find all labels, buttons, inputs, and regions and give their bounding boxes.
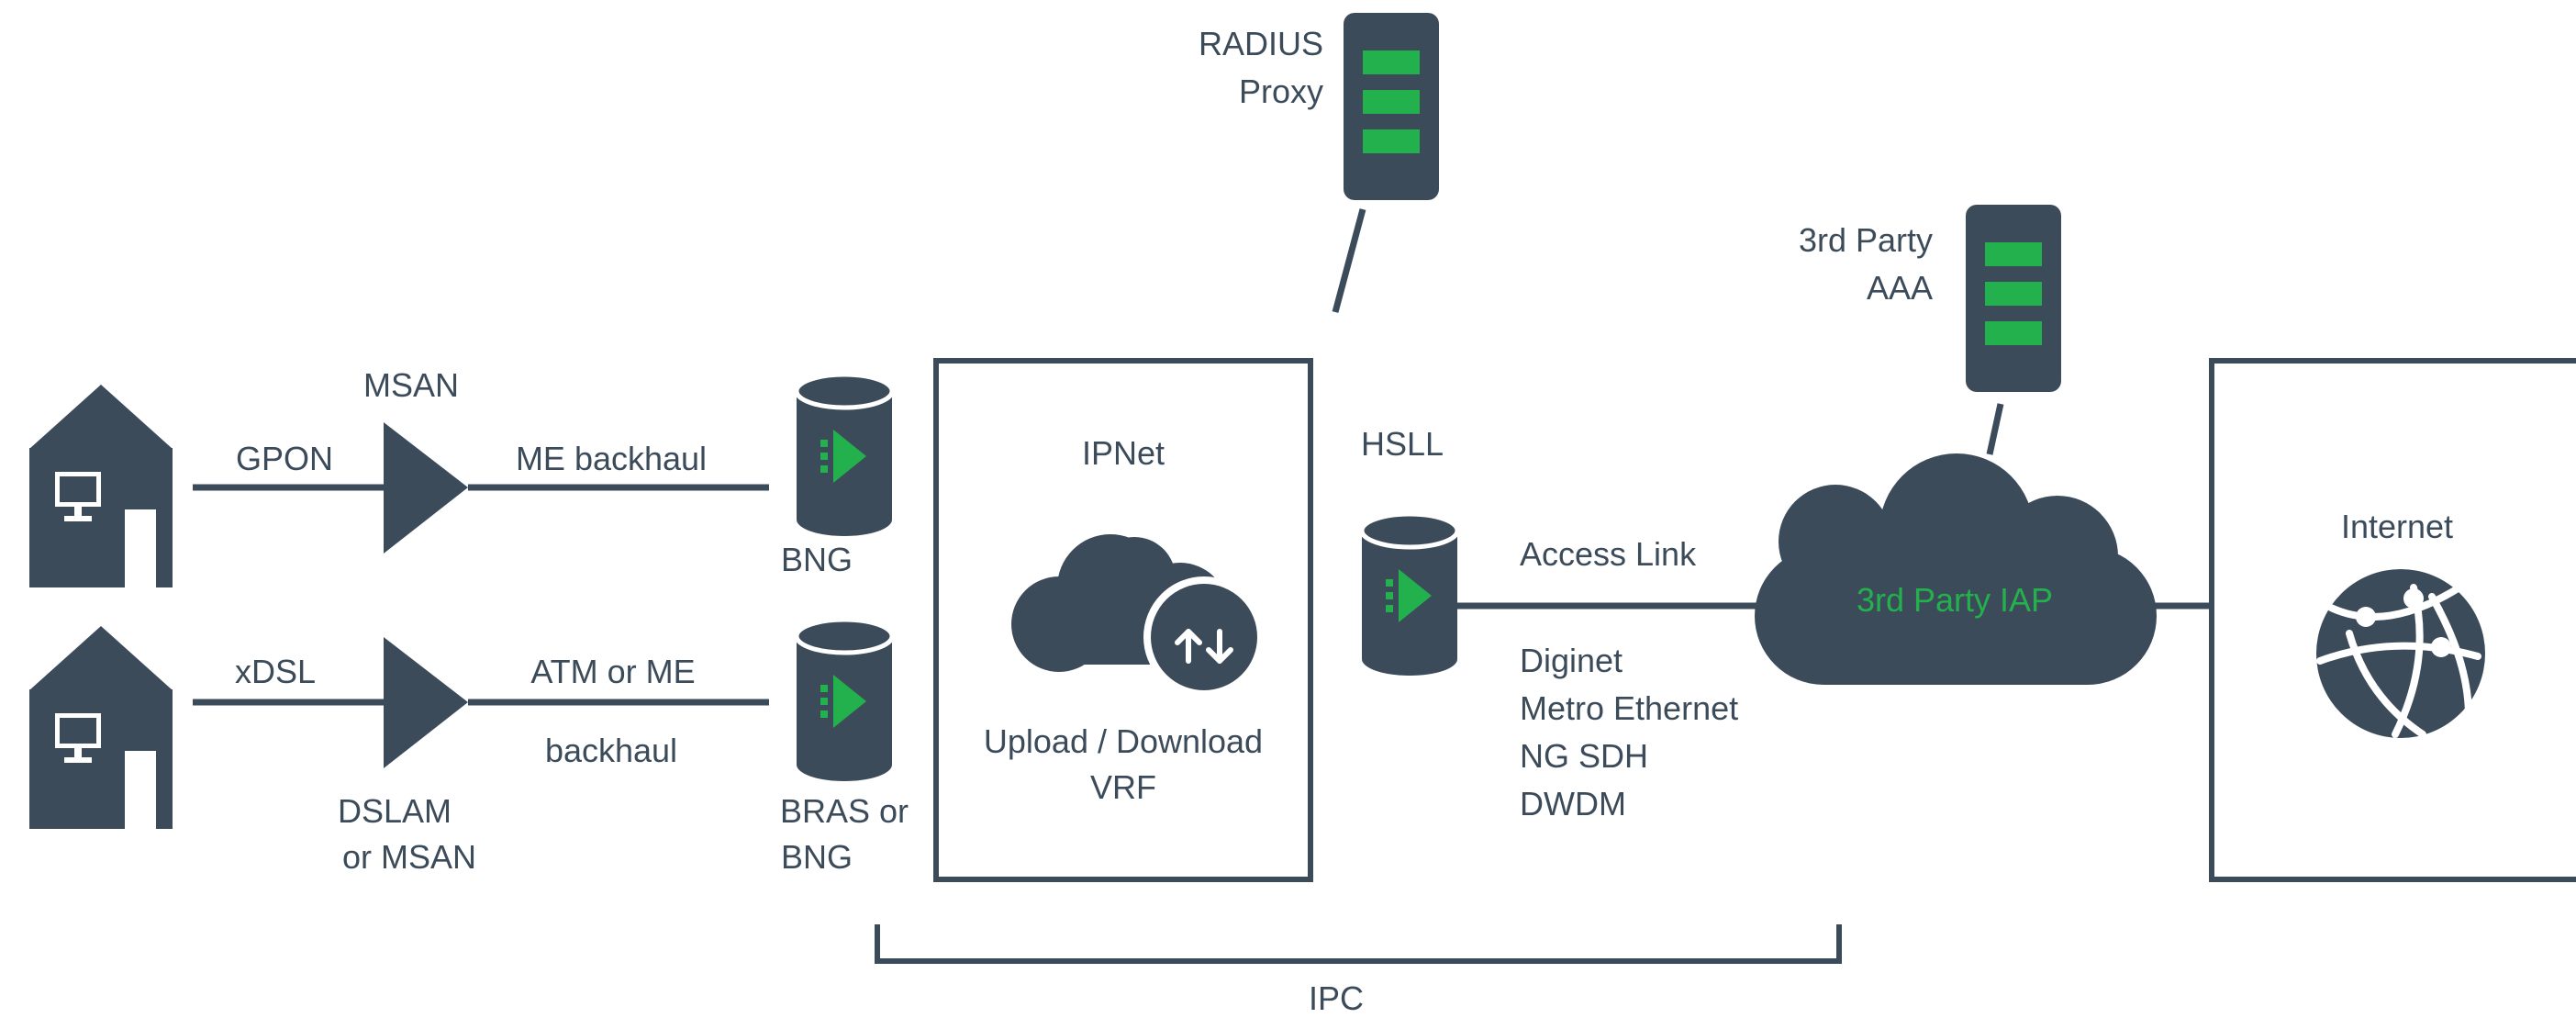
- house-icon-gpon: [29, 385, 173, 588]
- backhaul-label: backhaul: [545, 732, 677, 769]
- msan-node-icon: [384, 422, 468, 554]
- ipc-bracket: [875, 924, 1842, 964]
- xdsl-label: xDSL: [235, 653, 316, 690]
- bras-label-line2: BNG: [781, 838, 853, 876]
- link-type-dwdm: DWDM: [1520, 785, 1626, 822]
- link-type-ng-sdh: NG SDH: [1520, 737, 1648, 775]
- internet-box: [2209, 358, 2576, 882]
- dslam-label-line1: DSLAM: [338, 792, 452, 830]
- ipnet-cloud-icon: [1011, 534, 1265, 698]
- vrf-label-line1: Upload / Download: [984, 722, 1263, 760]
- access-link-label: Access Link: [1520, 535, 1697, 573]
- ipc-label: IPC: [1309, 979, 1364, 1017]
- me-backhaul-label: ME backhaul: [516, 440, 707, 477]
- aaa-label-line1: 3rd Party: [1799, 221, 1933, 259]
- link-type-diginet: Diginet: [1520, 642, 1623, 679]
- link-type-metro-ethernet: Metro Ethernet: [1520, 689, 1738, 727]
- ipnet-box: [933, 358, 1313, 882]
- hsll-router-icon: [1362, 514, 1457, 676]
- dslam-label-line2: or MSAN: [342, 838, 476, 876]
- bras-router-icon: [797, 620, 892, 781]
- gpon-label: GPON: [236, 440, 333, 477]
- aaa-link: [1986, 403, 2004, 455]
- radius-link: [1332, 208, 1366, 313]
- atm-or-me-label: ATM or ME: [530, 653, 695, 690]
- vrf-label-line2: VRF: [1090, 768, 1156, 806]
- upload-download-arrows-icon: [1175, 629, 1233, 664]
- bras-label-line1: BRAS or: [780, 792, 909, 830]
- msan-label: MSAN: [363, 366, 459, 404]
- hsll-label: HSLL: [1361, 425, 1444, 463]
- radius-proxy-server-icon: [1344, 13, 1439, 200]
- bng-router-icon: [797, 375, 892, 536]
- iap-cloud-icon: [1755, 453, 2157, 685]
- aaa-server-icon: [1966, 205, 2061, 392]
- iap-label: 3rd Party IAP: [1857, 581, 2053, 619]
- ipnet-label: IPNet: [1082, 434, 1165, 472]
- house-icon-xdsl: [29, 626, 173, 830]
- globe-network-icon: [2316, 569, 2485, 738]
- internet-label: Internet: [2341, 508, 2453, 545]
- bng-label: BNG: [781, 541, 853, 578]
- radius-label-line2: Proxy: [1239, 73, 1323, 110]
- aaa-label-line2: AAA: [1867, 269, 1933, 307]
- radius-label-line1: RADIUS: [1199, 25, 1323, 62]
- dslam-node-icon: [384, 637, 468, 768]
